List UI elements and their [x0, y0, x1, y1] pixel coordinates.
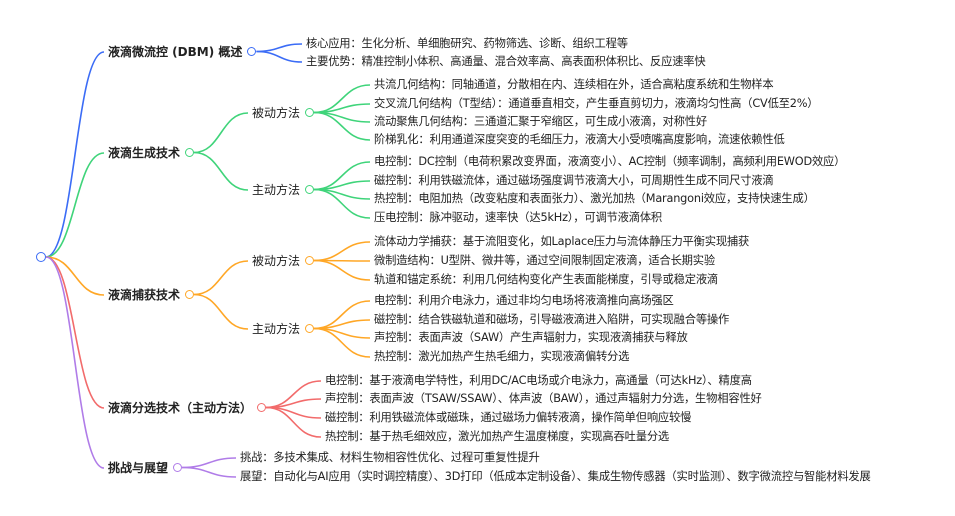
leaf: 微制造结构：U型阱、微井等，通过空间限制固定液滴，适合长期实验: [374, 254, 715, 267]
leaf: 压电控制：脉冲驱动，速率快（达5kHz），可调节液滴体积: [374, 211, 663, 224]
connector-overview: [256, 43, 303, 53]
leaf: 流动聚焦几何结构：三通道汇聚于窄缩区，可生成小液滴，对称性好: [374, 115, 707, 128]
connector-sorting: [266, 406, 322, 438]
connector-capture: [314, 241, 371, 262]
subbranch-title: 被动方法: [252, 254, 301, 268]
subbranch-passive[interactable]: 被动方法: [252, 105, 315, 121]
collapse-dot[interactable]: [247, 47, 257, 56]
connector-capture: [193, 260, 249, 296]
leaf: 轨道和锚定系统：利用几何结构变化产生表面能梯度，引导或稳定液滴: [374, 273, 719, 286]
collapse-dot[interactable]: [305, 324, 315, 333]
subbranch-title: 主动方法: [252, 183, 301, 197]
leaf: 声控制：表面声波（TSAW/SSAW）、体声波（BAW），通过声辐射力分选，生物…: [325, 392, 762, 405]
leaf: 热控制：基于热毛细效应，激光加热产生温度梯度，实现高吞吐量分选: [325, 430, 670, 443]
leaf: 磁控制：利用铁磁流体，通过磁场强度调节液滴大小，可周期性生成不同尺寸液滴: [374, 174, 774, 187]
branch-title: 挑战与展望: [108, 461, 169, 475]
leaf: 磁控制：结合铁磁轨道和磁场，引导磁液滴进入陷阱，可实现融合等操作: [374, 313, 730, 326]
leaf: 阶梯乳化：利用通道深度突变的毛细压力，液滴大小受喷嘴高度影响，流速依赖性低: [374, 133, 785, 146]
branch-generation[interactable]: 液滴生成技术: [108, 145, 195, 161]
collapse-dot[interactable]: [305, 185, 315, 194]
leaf: 热控制：电阻加热（改变粘度和表面张力）、激光加热（Marangoni效应，支持快…: [374, 192, 815, 205]
collapse-dot[interactable]: [305, 108, 315, 117]
leaf: 交叉流几何结构（T型结）：通道垂直相交，产生垂直剪切力，液滴均匀性高（CV低至2…: [374, 97, 819, 110]
collapse-dot[interactable]: [173, 463, 183, 472]
connector-capture: [45, 256, 105, 296]
leaf: 挑战：多技术集成、材料生物相容性优化、过程可重复性提升: [240, 451, 540, 464]
connector-overview: [45, 51, 105, 258]
collapse-dot[interactable]: [257, 403, 267, 412]
leaf: 展望：自动化与AI应用（实时调控精度）、3D打印（低成本定制设备）、集成生物传感…: [240, 470, 871, 483]
collapse-dot[interactable]: [185, 148, 195, 157]
connector-generation: [45, 152, 105, 258]
collapse-dot[interactable]: [185, 290, 195, 299]
branch-title: 液滴捕获技术: [108, 288, 181, 302]
leaf: 电控制：DC控制（电荷积累改变界面，液滴变小）、AC控制（频率调制，高频利用EW…: [374, 155, 846, 168]
connector-capture: [193, 293, 249, 330]
leaf: 共流几何结构：同轴通道，分散相在内、连续相在外，适合高粘度系统和生物样本: [374, 78, 774, 91]
leaf: 核心应用：生化分析、单细胞研究、药物筛选、诊断、组织工程等: [306, 37, 628, 50]
connector-outlook: [182, 457, 237, 469]
leaf: 主要优势：精准控制小体积、高通量、混合效率高、高表面积体积比、反应速率快: [306, 55, 706, 68]
connector-overview: [256, 50, 303, 63]
connector-generation: [314, 188, 371, 219]
connector-outlook: [182, 466, 237, 478]
root-node[interactable]: [36, 252, 46, 262]
connector-sorting: [45, 256, 105, 409]
subbranch-title: 被动方法: [252, 106, 301, 120]
leaf: 电控制：利用介电泳力，通过非均匀电场将液滴推向高场强区: [374, 294, 674, 307]
leaf: 热控制：激光加热产生热毛细力，实现液滴偏转分选: [374, 350, 630, 363]
branch-capture[interactable]: 液滴捕获技术: [108, 287, 195, 303]
subbranch-title: 主动方法: [252, 322, 301, 336]
leaf: 流体动力学捕获：基于流阻变化，如Laplace压力与流体静压力平衡实现捕获: [374, 235, 750, 248]
branch-overview[interactable]: 液滴微流控 (DBM) 概述: [108, 44, 257, 60]
leaf: 声控制：表面声波（SAW）产生声辐射力，实现液滴捕获与释放: [374, 331, 688, 344]
branch-title: 液滴分选技术（主动方法）: [108, 401, 253, 415]
subbranch-active[interactable]: 主动方法: [252, 321, 315, 337]
subbranch-active[interactable]: 主动方法: [252, 182, 315, 198]
collapse-dot[interactable]: [305, 256, 315, 265]
leaf: 电控制：基于液滴电学特性，利用DC/AC电场或介电泳力，高通量（可达kHz）、精…: [325, 374, 752, 387]
branch-sorting[interactable]: 液滴分选技术（主动方法）: [108, 400, 267, 416]
branch-outlook[interactable]: 挑战与展望: [108, 460, 183, 476]
connector-capture: [314, 259, 371, 281]
branch-title: 液滴生成技术: [108, 146, 181, 160]
connector-capture: [314, 327, 371, 358]
subbranch-passive[interactable]: 被动方法: [252, 253, 315, 269]
connector-generation: [193, 151, 249, 191]
connector-generation: [314, 111, 371, 141]
connector-generation: [193, 112, 249, 154]
branch-title: 液滴微流控 (DBM) 概述: [108, 45, 243, 59]
connector-outlook: [45, 256, 105, 469]
leaf: 磁控制：利用铁磁流体或磁珠，通过磁场力偏转液滴，操作简单但响应较慢: [325, 411, 692, 424]
